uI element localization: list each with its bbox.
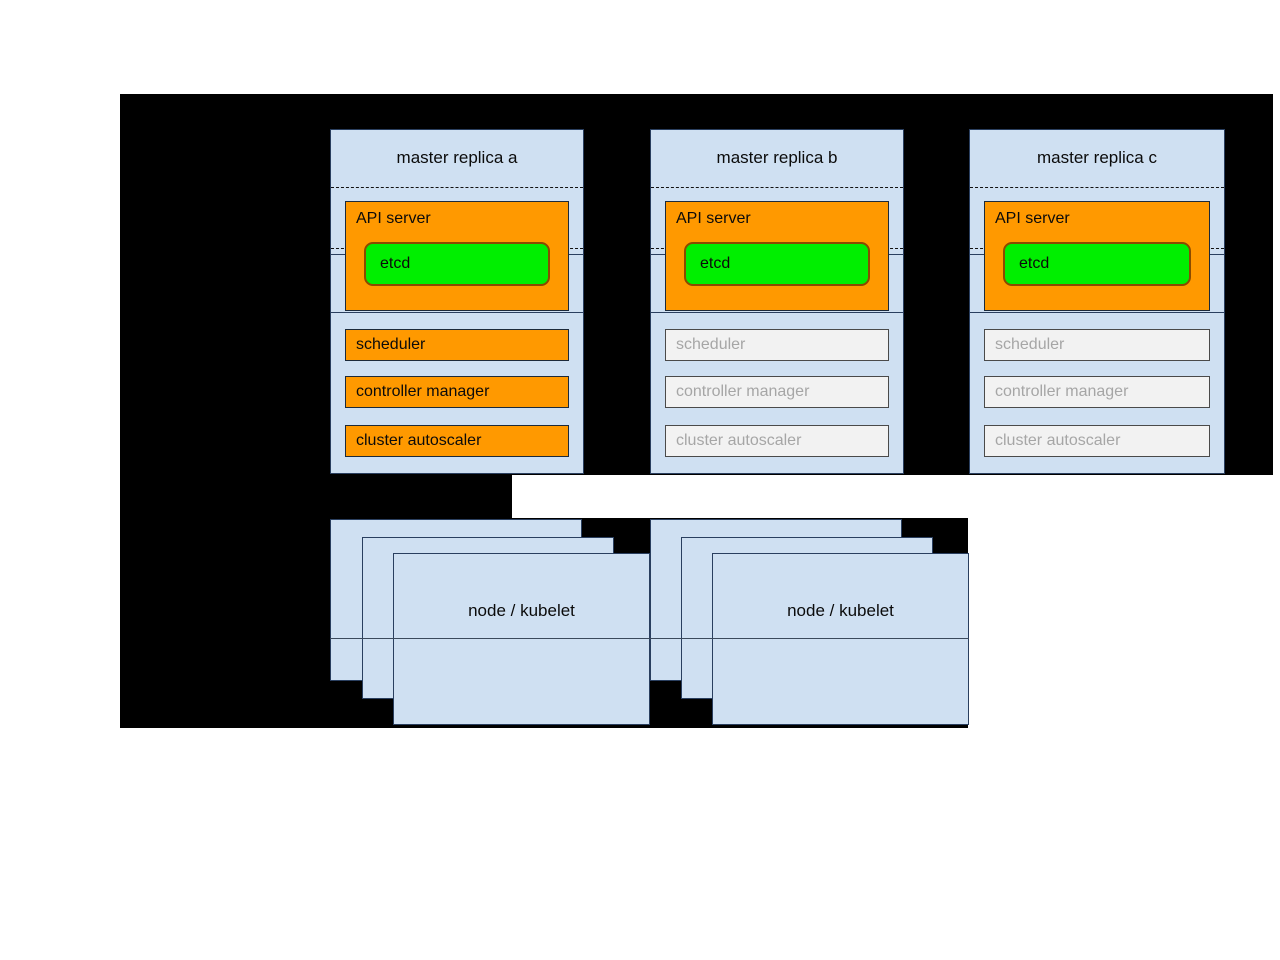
- master-replica-a-title: master replica a: [396, 148, 518, 167]
- replica-a-etcd-label: etcd: [380, 255, 411, 272]
- replica-c-cluster-autoscaler[interactable]: cluster autoscaler: [984, 425, 1210, 457]
- node-stack-left-divider: [330, 638, 650, 639]
- replica-c-controller-manager[interactable]: controller manager: [984, 376, 1210, 408]
- replica-c-etcd-label: etcd: [1019, 255, 1050, 272]
- replica-b-divider-solid-lower: [651, 312, 903, 313]
- replica-b-controller-manager[interactable]: controller manager: [665, 376, 889, 408]
- node-stack-right-divider: [650, 638, 969, 639]
- replica-c-divider-dashed-top: [970, 187, 1224, 188]
- replica-c-api-server-block[interactable]: API server etcd: [984, 201, 1210, 311]
- replica-c-scheduler[interactable]: scheduler: [984, 329, 1210, 361]
- replica-b-api-server-block[interactable]: API server etcd: [665, 201, 889, 311]
- replica-b-etcd-card[interactable]: etcd: [684, 242, 870, 286]
- replica-b-cluster-autoscaler[interactable]: cluster autoscaler: [665, 425, 889, 457]
- replica-c-etcd-card[interactable]: etcd: [1003, 242, 1191, 286]
- node-kubelet-label-right: node / kubelet: [787, 601, 894, 620]
- master-replica-c-panel[interactable]: master replica c API server etcd schedul…: [969, 129, 1225, 474]
- replica-b-etcd-label: etcd: [700, 255, 731, 272]
- node-card-left-front[interactable]: node / kubelet: [393, 553, 650, 725]
- master-replica-a-panel[interactable]: master replica a API server etcd schedul…: [330, 129, 584, 474]
- replica-a-cluster-autoscaler[interactable]: cluster autoscaler: [345, 425, 569, 457]
- replica-a-api-server-label: API server: [356, 210, 431, 227]
- replica-a-api-server-block[interactable]: API server etcd: [345, 201, 569, 311]
- replica-c-api-server-label: API server: [995, 210, 1070, 227]
- replica-a-divider-dashed-top: [331, 187, 583, 188]
- master-replica-b-panel[interactable]: master replica b API server etcd schedul…: [650, 129, 904, 474]
- node-card-right-front[interactable]: node / kubelet: [712, 553, 969, 725]
- replica-b-divider-dashed-top: [651, 187, 903, 188]
- replica-a-controller-manager[interactable]: controller manager: [345, 376, 569, 408]
- replica-a-scheduler[interactable]: scheduler: [345, 329, 569, 361]
- master-replica-c-title: master replica c: [1037, 148, 1157, 167]
- node-kubelet-label-left: node / kubelet: [468, 601, 575, 620]
- replica-a-etcd-card[interactable]: etcd: [364, 242, 550, 286]
- replica-c-divider-solid-lower: [970, 312, 1224, 313]
- master-replica-b-title: master replica b: [716, 148, 838, 167]
- replica-b-scheduler[interactable]: scheduler: [665, 329, 889, 361]
- replica-a-divider-solid-lower: [331, 312, 583, 313]
- replica-b-api-server-label: API server: [676, 210, 751, 227]
